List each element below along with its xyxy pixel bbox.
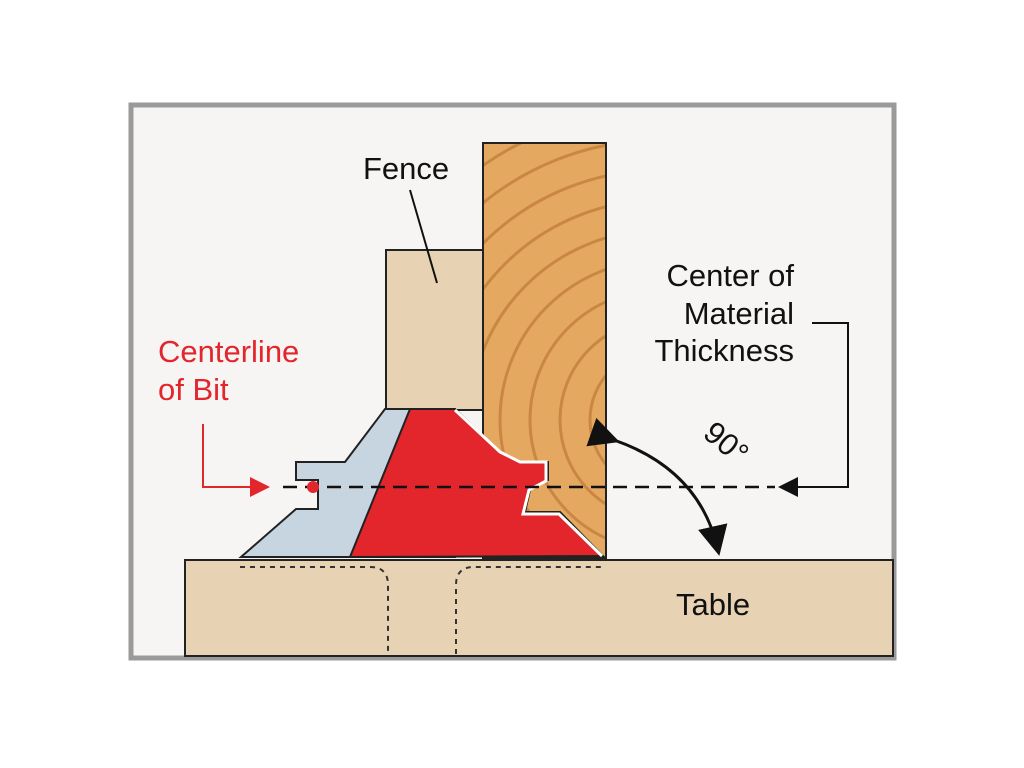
fence-label: Fence [363,151,449,186]
wood-workpiece [482,142,607,559]
centerline-point [307,481,319,493]
centerline-of-bit-label-line2: of Bit [158,372,229,407]
router-table [184,559,894,657]
center-of-material-label-line1: Center of [666,258,794,293]
fence-leader-line [409,189,438,284]
center-thickness-pointer [778,322,849,497]
table-label: Table [676,587,750,622]
centerline-pointer [202,424,270,497]
center-of-material-label-line3: Thickness [654,333,794,368]
centerline-of-bit-label-line1: Centerline [158,334,299,369]
router-bit-cutter [348,408,606,559]
bit-profile-edge [453,408,604,558]
center-of-material-label-line2: Material [684,296,794,331]
right-angle-arc [586,417,728,556]
bit-recess-outline [240,566,604,654]
